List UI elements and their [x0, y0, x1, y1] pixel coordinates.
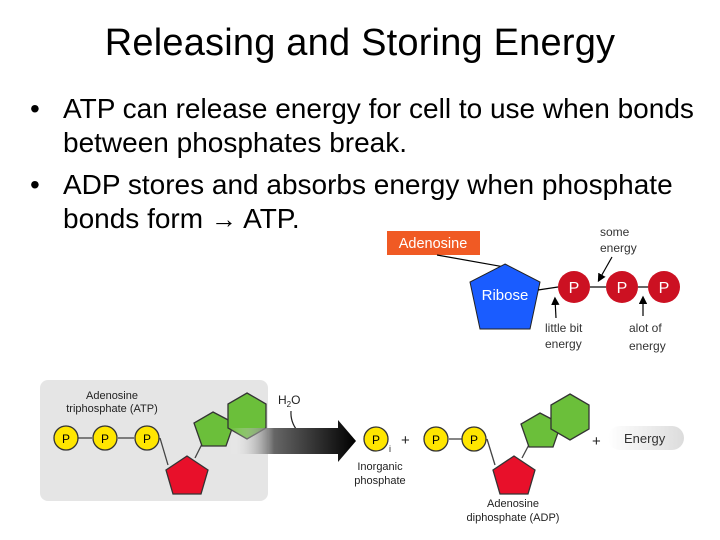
phosphate-circle-2: P	[606, 271, 638, 303]
phosphate-circle-3: P	[648, 271, 680, 303]
svg-text:Adenosine: Adenosine	[487, 498, 539, 510]
plus-sign: +	[592, 433, 601, 450]
svg-text:energy: energy	[545, 337, 582, 351]
reaction-arrow-icon	[230, 420, 356, 462]
svg-text:phosphate: phosphate	[354, 475, 405, 487]
little-bit-energy-annotation: little bit energy	[545, 296, 583, 351]
energy-badge: Energy	[608, 426, 684, 450]
svg-text:Inorganic: Inorganic	[357, 461, 403, 473]
atp-molecule: P P P	[53, 392, 267, 495]
atp-name: Adenosine triphosphate (ATP)	[66, 390, 158, 415]
alot-of-energy-annotation: alot of energy	[629, 295, 666, 353]
bullet-adp: • ADP stores and absorbs energy when pho…	[30, 168, 710, 236]
atp-panel	[40, 380, 268, 501]
bullet-atp: • ATP can release energy for cell to use…	[30, 92, 710, 160]
plus-sign: +	[401, 432, 410, 449]
svg-text:triphosphate (ATP): triphosphate (ATP)	[66, 403, 158, 415]
ribose-label: Ribose	[482, 287, 529, 304]
adp-molecule: P P	[423, 393, 590, 495]
bullet-text-start: ADP stores and absorbs energy when phosp…	[63, 169, 673, 234]
svg-text:P: P	[569, 280, 580, 297]
svg-text:i: i	[389, 444, 391, 454]
svg-text:diphosphate (ADP): diphosphate (ADP)	[467, 512, 560, 524]
svg-text:Adenosine: Adenosine	[86, 390, 138, 402]
svg-text:alot of: alot of	[629, 321, 662, 335]
adenosine-connector	[436, 254, 511, 269]
svg-text:P: P	[659, 280, 670, 297]
bullet-text: ATP can release energy for cell to use w…	[63, 93, 694, 158]
svg-text:P: P	[617, 280, 628, 297]
svg-text:little bit: little bit	[545, 321, 583, 335]
phosphate-circle-1: P	[558, 271, 590, 303]
svg-text:H2O: H2O	[278, 393, 300, 409]
svg-text:P: P	[62, 432, 70, 446]
bullet-text-end: ATP.	[236, 203, 300, 234]
water-label: H2O	[278, 393, 320, 448]
svg-text:P: P	[432, 433, 440, 447]
bullet-dot: •	[30, 93, 40, 124]
slide-title: Releasing and Storing Energy	[104, 22, 616, 64]
ribose-pentagon: Ribose	[469, 263, 541, 330]
svg-text:P: P	[470, 433, 478, 447]
svg-text:energy: energy	[629, 339, 666, 353]
svg-text:P: P	[143, 432, 151, 446]
svg-text:Energy: Energy	[624, 431, 666, 446]
bullet-dot: •	[30, 169, 40, 200]
bullet-list: • ATP can release energy for cell to use…	[30, 92, 710, 244]
svg-text:P: P	[372, 433, 380, 447]
inorganic-phosphate: P i Inorganic phosphate	[354, 426, 406, 487]
right-arrow-icon: →	[210, 204, 237, 234]
adp-name: Adenosine diphosphate (ADP)	[467, 498, 560, 524]
svg-text:P: P	[101, 432, 109, 446]
